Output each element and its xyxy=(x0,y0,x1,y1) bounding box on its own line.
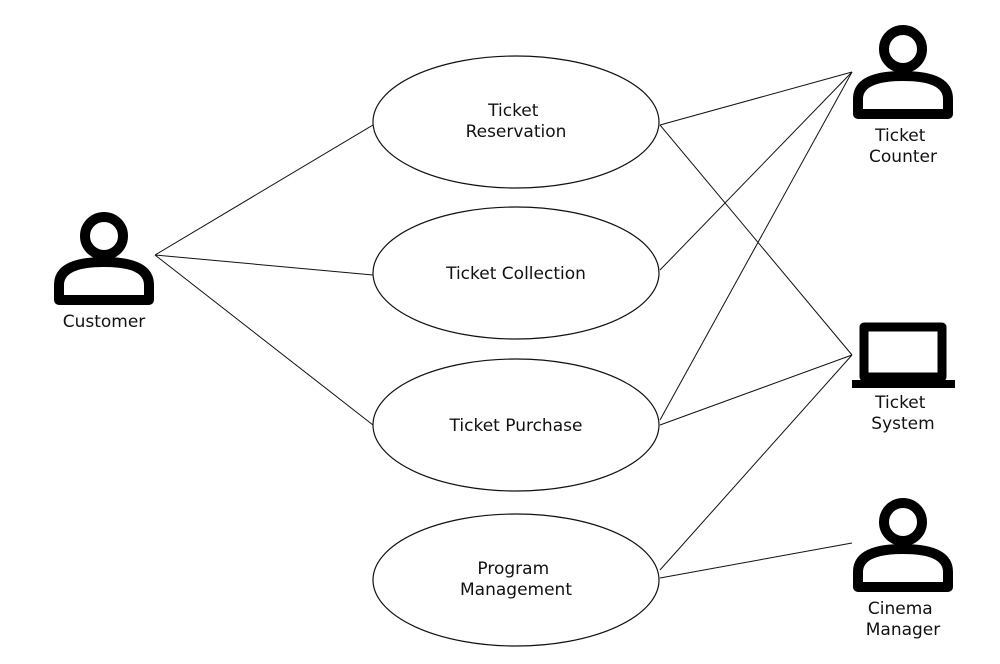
assoc-reservation-counter xyxy=(659,71,853,126)
person-icon xyxy=(853,25,953,119)
assoc-customer-collection xyxy=(154,254,374,276)
assoc-customer-purchase xyxy=(154,254,374,426)
use-case-program-management[interactable]: Program Management xyxy=(372,513,660,647)
assoc-reservation-system xyxy=(659,124,853,356)
actor-ticket-system[interactable]: Ticket System xyxy=(852,322,955,434)
use-case-label: Ticket Reservation xyxy=(466,101,567,142)
use-case-label: Program Management xyxy=(460,559,572,600)
assoc-collection-counter xyxy=(659,71,853,271)
actor-label: Cinema Manager xyxy=(866,599,941,640)
actor-label: Customer xyxy=(63,312,146,332)
associations xyxy=(154,71,853,579)
actor-ticket-counter[interactable]: Ticket Counter xyxy=(853,25,953,167)
assoc-purchase-system xyxy=(659,354,853,426)
person-icon xyxy=(853,498,953,592)
person-icon xyxy=(54,212,154,305)
assoc-customer-reservation xyxy=(154,124,374,256)
assoc-purchase-counter xyxy=(659,71,853,421)
assoc-program-manager xyxy=(659,542,853,579)
laptop-icon xyxy=(852,322,955,388)
use-case-label: Ticket Collection xyxy=(445,264,586,284)
assoc-program-system xyxy=(659,354,853,571)
actor-label: Ticket Counter xyxy=(869,126,937,167)
actor-customer[interactable]: Customer xyxy=(54,212,154,332)
actor-cinema-manager[interactable]: Cinema Manager xyxy=(853,498,953,640)
actor-label: Ticket System xyxy=(871,393,934,434)
use-case-ticket-reservation[interactable]: Ticket Reservation xyxy=(372,55,660,189)
use-case-ticket-purchase[interactable]: Ticket Purchase xyxy=(372,358,660,492)
use-case-label: Ticket Purchase xyxy=(449,416,583,436)
use-case-ticket-collection[interactable]: Ticket Collection xyxy=(372,206,660,340)
